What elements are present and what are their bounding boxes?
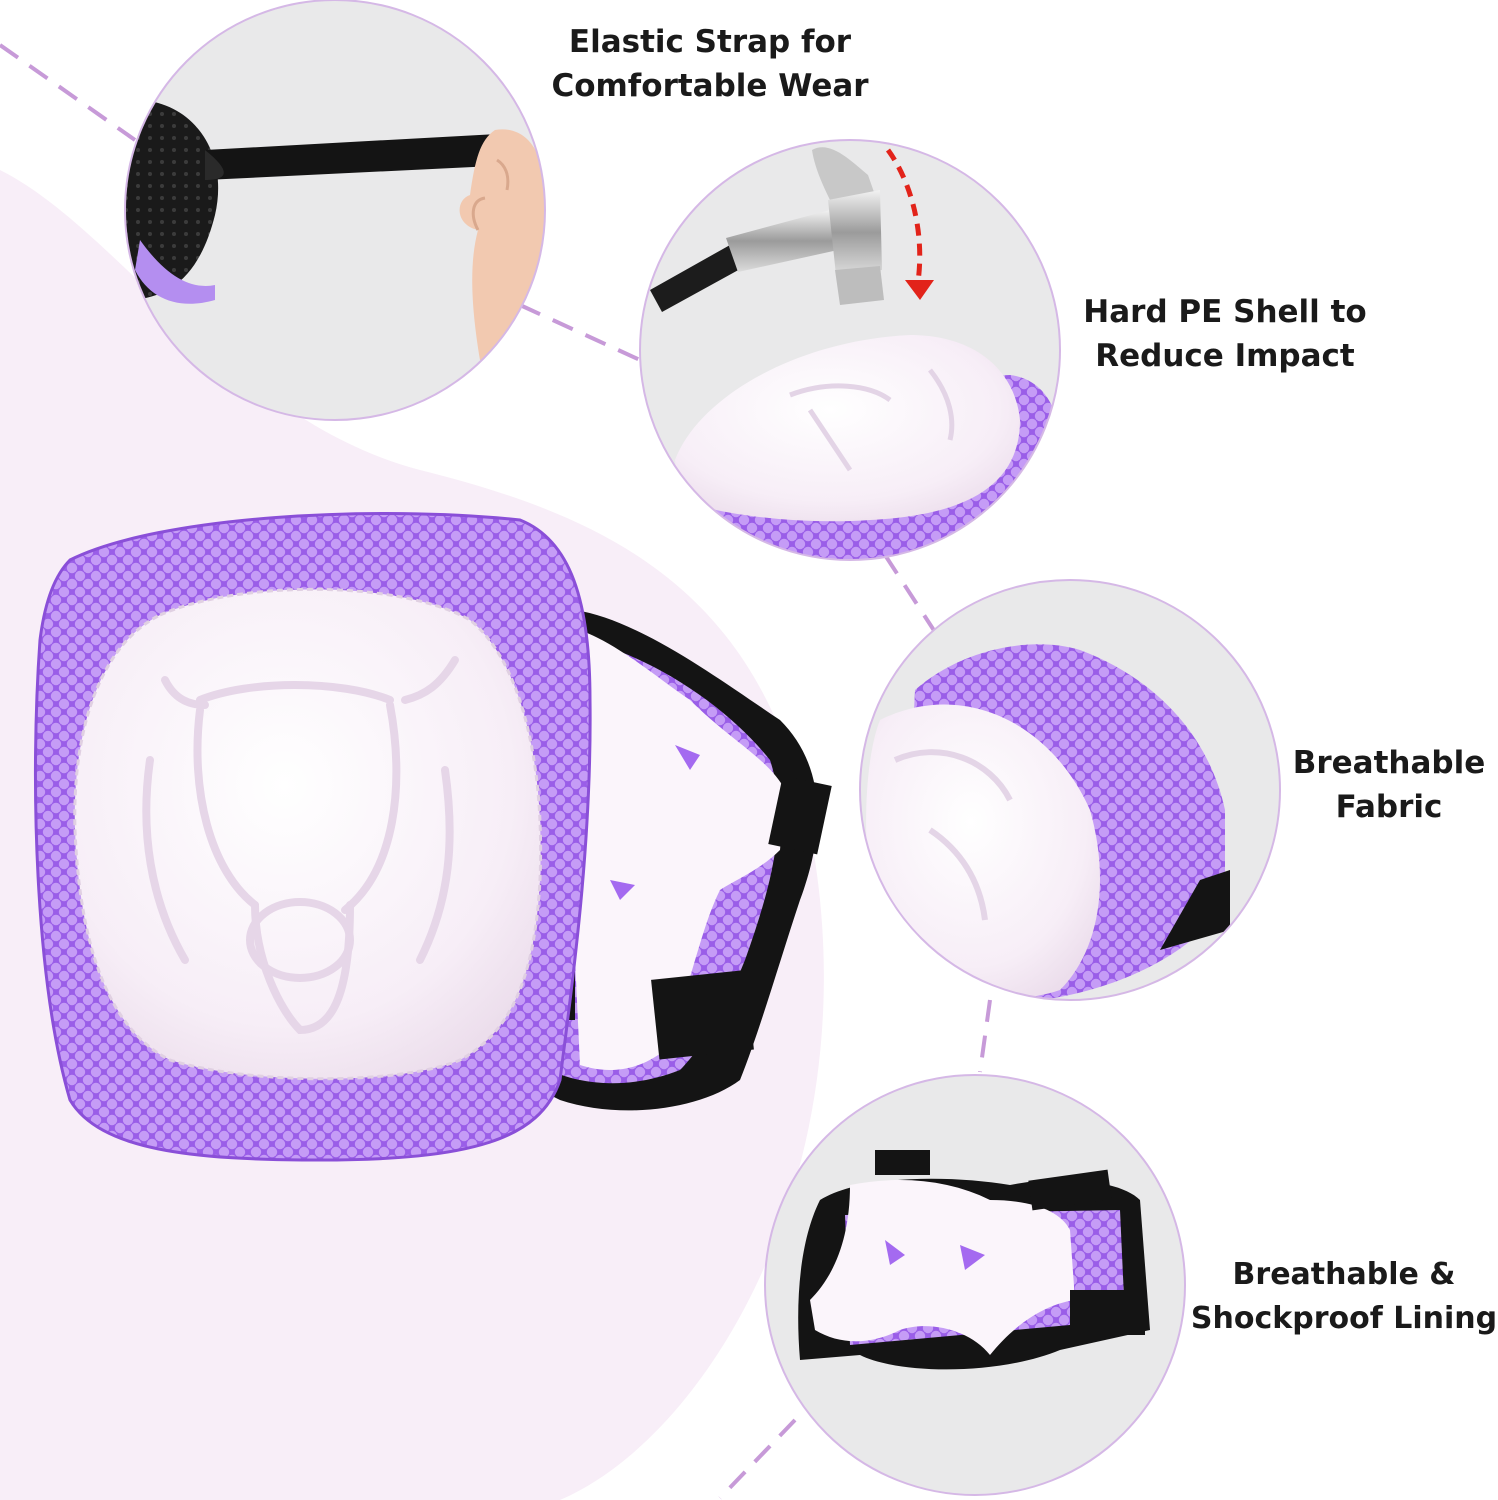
- feature-label-line: Shockproof Lining: [1190, 1301, 1498, 1336]
- mesh-fabric-photo: [859, 579, 1281, 1001]
- feature-label-line: Hard PE Shell to: [1083, 294, 1367, 330]
- feature-label-breathable-fabric: Breathable Fabric: [1280, 741, 1498, 829]
- feature-label-line: Reduce Impact: [1095, 338, 1355, 374]
- hammer-impact-photo: [639, 139, 1061, 561]
- feature-label-line: Comfortable Wear: [551, 68, 869, 104]
- feature-label-line: Breathable: [1292, 745, 1486, 781]
- elastic-strap-photo: [124, 0, 546, 421]
- feature-label-line: Elastic Strap for: [568, 24, 852, 60]
- feature-label-line: Fabric: [1335, 789, 1443, 825]
- wrist-guard: [520, 600, 832, 1111]
- feature-label-elastic-strap: Elastic Strap for Comfortable Wear: [505, 20, 915, 108]
- dashed-connectors: [0, 43, 992, 1500]
- purple-knee-pad-with-wrist-guard: [33, 512, 832, 1162]
- impact-arrow-icon: [885, 148, 923, 283]
- feature-label-shockproof-lining: Breathable & Shockproof Lining: [1190, 1253, 1498, 1341]
- feature-label-line: Breathable &: [1232, 1257, 1456, 1292]
- wrist-guard-photo: [764, 1074, 1186, 1496]
- feature-label-hard-shell: Hard PE Shell to Reduce Impact: [1060, 290, 1390, 378]
